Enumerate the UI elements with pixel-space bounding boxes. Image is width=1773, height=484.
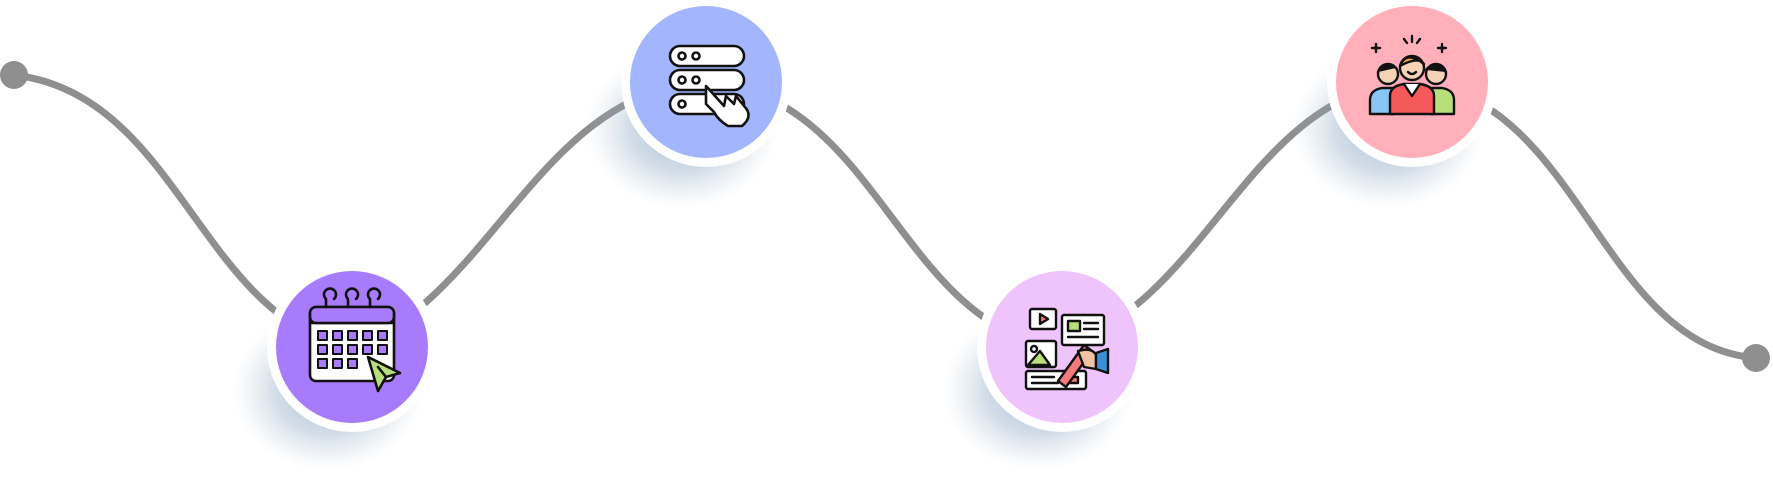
calendar-icon: [308, 287, 402, 393]
step-node-server[interactable]: [587, 0, 791, 208]
team-icon: [1368, 34, 1456, 116]
content-creation-icon: [1024, 307, 1110, 391]
start-endpoint: [0, 61, 28, 89]
server-click-icon: [668, 44, 750, 128]
end-endpoint: [1742, 344, 1770, 372]
step-node-calendar[interactable]: [233, 262, 437, 470]
step-node-content[interactable]: [943, 262, 1147, 470]
step-node-team[interactable]: [1293, 0, 1497, 208]
